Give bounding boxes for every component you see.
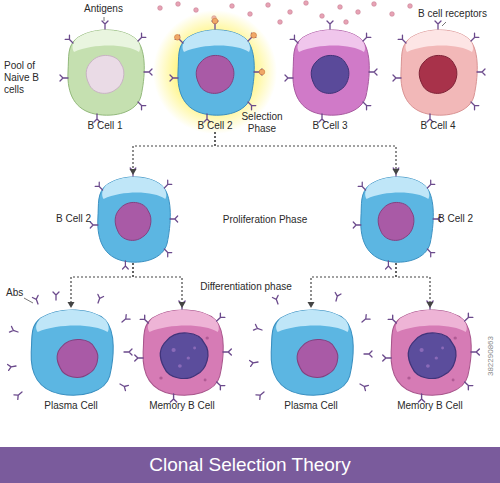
dotted-arrow — [130, 132, 216, 175]
connector-line — [133, 263, 182, 302]
b-cell-purple — [285, 21, 377, 122]
title-band — [0, 447, 500, 483]
dotted-arrow — [133, 263, 186, 308]
phase-label: B cell receptors — [418, 8, 487, 20]
arrowhead — [393, 169, 400, 175]
connector-line — [311, 263, 396, 302]
b-cell-green — [60, 21, 152, 122]
plasma-cell — [31, 310, 113, 395]
title: Clonal Selection Theory — [0, 447, 500, 483]
b-cell-pink — [393, 21, 485, 122]
connector-line — [71, 263, 133, 302]
connector-line — [396, 263, 430, 302]
plasma-cell — [271, 310, 353, 395]
cell-node: Memory B Cell — [140, 308, 224, 412]
b-cell-clone — [90, 168, 177, 269]
phase-label: Abs — [6, 287, 23, 299]
memory-cell — [135, 301, 232, 402]
cell-label: B Cell 2 — [438, 213, 473, 225]
arrowhead — [130, 169, 137, 175]
cell-label: B Cell 2 — [56, 213, 91, 225]
cell-node: B Cell 1 — [65, 28, 145, 132]
cell-label: Memory B Cell — [388, 400, 472, 412]
dotted-arrow — [308, 263, 397, 308]
dotted-arrow — [68, 263, 134, 308]
cell-node: Plasma Cell — [28, 308, 114, 412]
connector-line — [133, 132, 215, 169]
cell-node: B Cell 3 — [290, 28, 370, 132]
cell-label: B Cell 4 — [398, 120, 478, 132]
arrowhead — [68, 302, 75, 308]
cell-node: B Cell 2 — [358, 175, 434, 263]
cell-label: B Cell 3 — [290, 120, 370, 132]
connector-line — [215, 132, 396, 169]
cell-label: Plasma Cell — [28, 400, 114, 412]
dotted-arrow — [215, 132, 400, 175]
phase-label: Selection Phase — [234, 111, 290, 135]
watermark: 382290863 — [485, 321, 497, 391]
phase-label: Proliferation Phase — [215, 214, 315, 226]
phase-label: Pool of Naive B cells — [4, 60, 56, 96]
cell-label: B Cell 1 — [65, 120, 145, 132]
b-cell-clone — [353, 168, 440, 269]
cell-label: Memory B Cell — [140, 400, 224, 412]
arrowhead — [179, 302, 186, 308]
cell-node: B Cell 4 — [398, 28, 478, 132]
cell-node: B Cell 2 — [95, 175, 171, 263]
cell-node: Plasma Cell — [268, 308, 354, 412]
arrowhead — [308, 302, 315, 308]
arrowhead — [427, 302, 434, 308]
dotted-arrow — [396, 263, 434, 308]
phase-label: Antigens — [84, 3, 123, 15]
b-cell-blue-selected — [170, 18, 265, 122]
antibodies — [8, 292, 372, 399]
cell-node: Memory B Cell — [388, 308, 472, 412]
leader-lines — [24, 17, 446, 303]
memory-cell — [383, 301, 480, 402]
phase-label: Differentiation phase — [191, 281, 301, 293]
cell-label: Plasma Cell — [268, 400, 354, 412]
